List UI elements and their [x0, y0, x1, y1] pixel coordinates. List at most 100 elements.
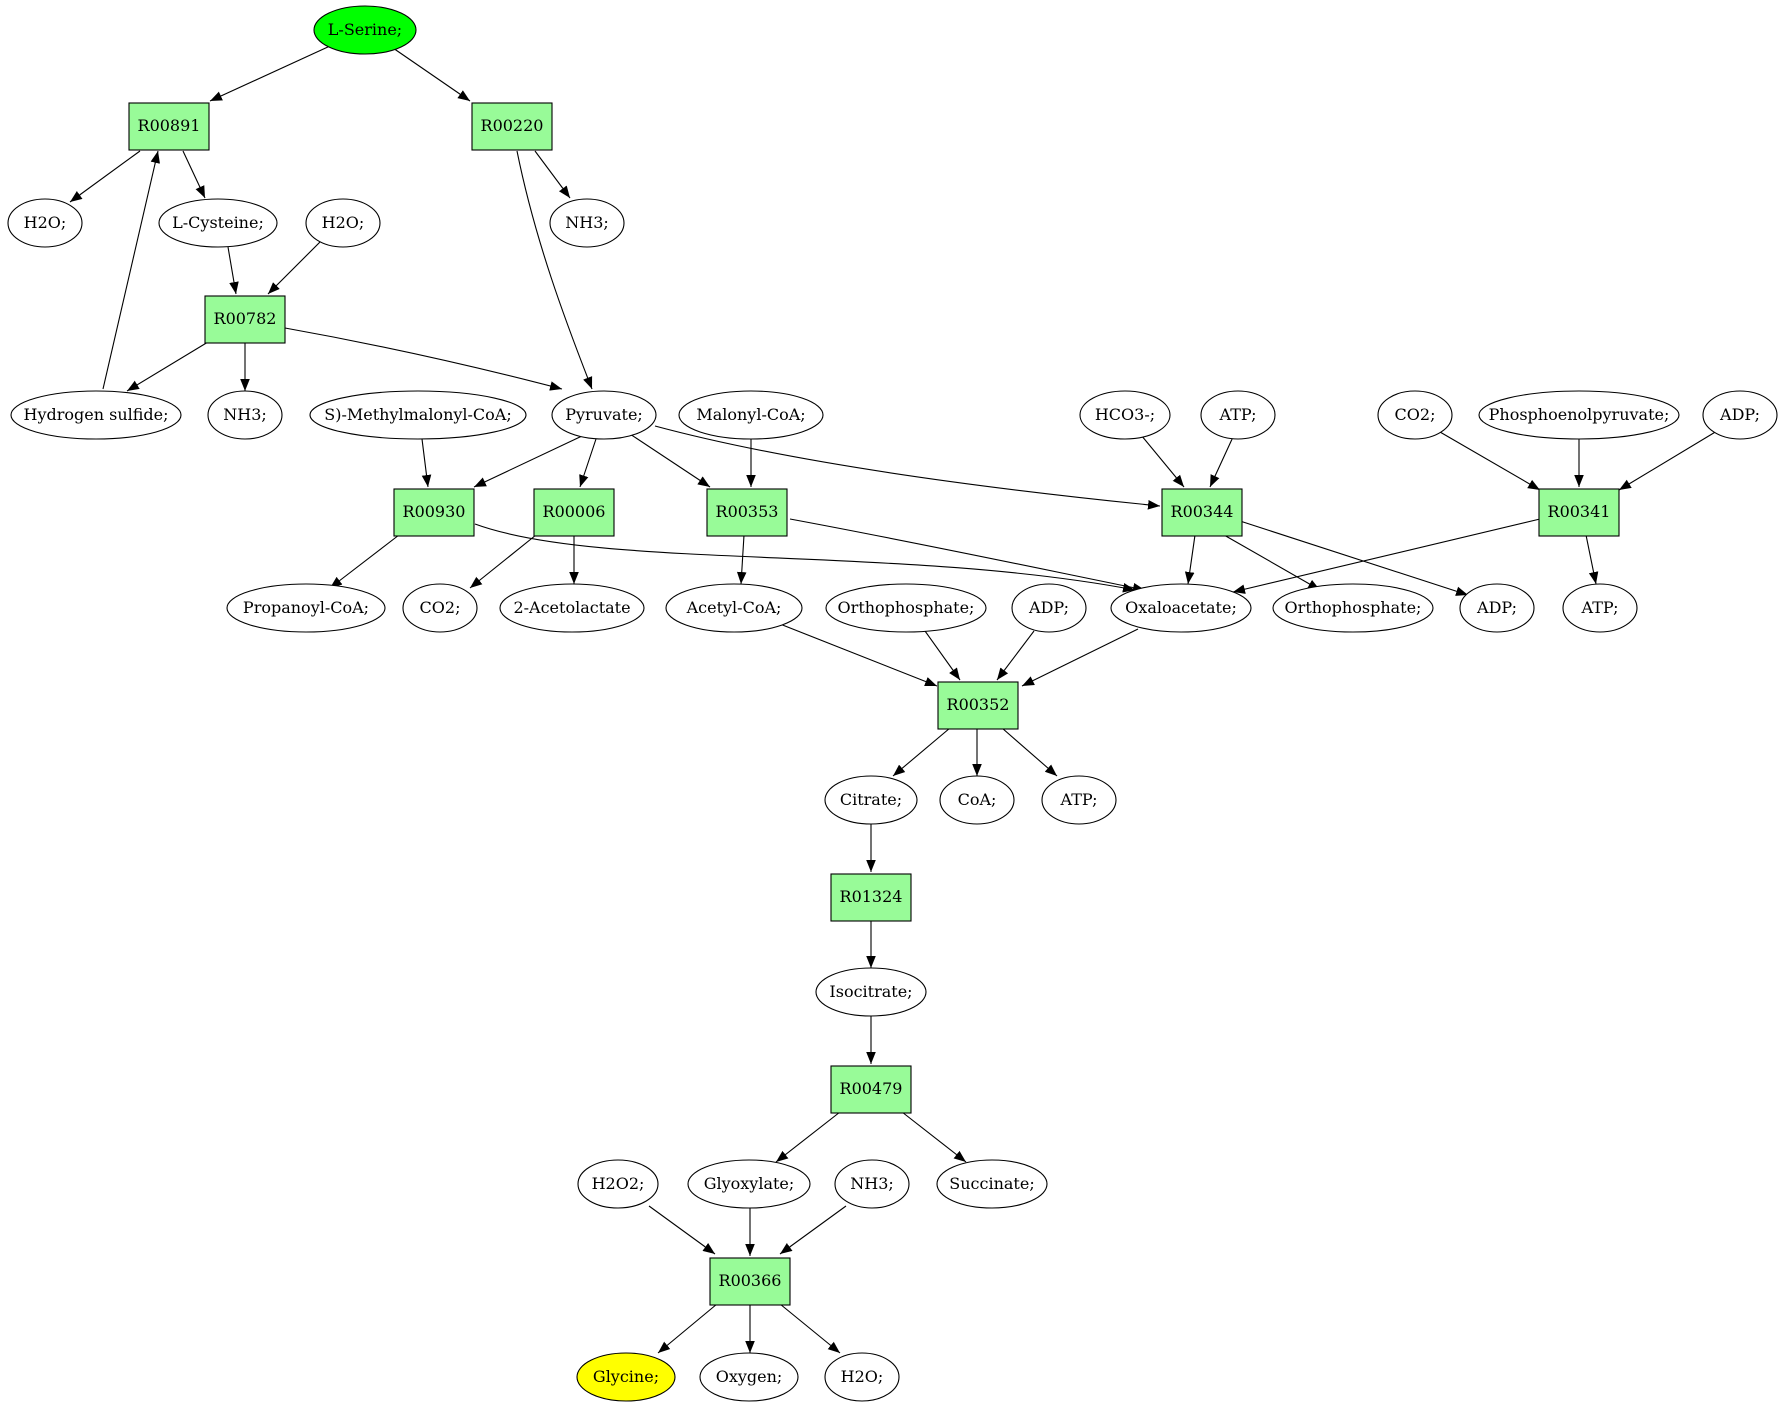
compound-label: Oxygen; [716, 1367, 783, 1386]
compound-label: Oxaloacetate; [1125, 598, 1237, 617]
edge-r00344-orthophos [1223, 534, 1321, 591]
compound-node-h2o: H2O; [305, 198, 381, 248]
compound-node-oxaloacetate: Oxaloacetate; [1110, 583, 1252, 633]
edge-r00341-oxaloacetate [1232, 518, 1541, 594]
reaction-node-r00366: R00366 [709, 1257, 791, 1306]
compound-node-adp: ADP; [1702, 390, 1778, 440]
edge-r00353-acetylcoa [736, 534, 747, 585]
reaction-label: R00220 [481, 116, 544, 135]
compound-label: H2O; [24, 213, 67, 232]
compound-node-l-cysteine: L-Cysteine; [158, 198, 278, 248]
reaction-node-r00006: R00006 [533, 488, 615, 537]
edge-methylmalonyl-r00930 [421, 438, 432, 488]
compound-node-h2o: H2O; [7, 198, 83, 248]
compound-label: NH3; [223, 405, 267, 424]
compound-node-succinate: Succinate; [936, 1159, 1048, 1209]
edge-co2-r00341 [1439, 431, 1541, 491]
edge-r00366-glycine [657, 1303, 718, 1354]
edge-adp-r00341 [1618, 430, 1718, 491]
compound-label: 2-Acetolactate [513, 598, 630, 617]
compound-node-atp: ATP; [1041, 775, 1117, 825]
reaction-label: R00930 [403, 502, 466, 521]
compound-label: CO2; [1395, 405, 1436, 424]
compound-label: Citrate; [840, 790, 902, 809]
compound-node-malonyl-coa: Malonyl-CoA; [678, 390, 824, 440]
edge-adp-r00352 [996, 630, 1035, 681]
reaction-node-r00782: R00782 [204, 295, 286, 344]
edge-r00930-oxaloacetate [474, 523, 1136, 593]
edge-r00006-co2 [469, 534, 537, 589]
compound-label: ADP; [1476, 598, 1517, 617]
edge-r00341-atp [1585, 534, 1599, 585]
compound-label: Pyruvate; [565, 405, 643, 424]
compound-node-h2o2: H2O2; [577, 1159, 659, 1209]
reaction-label: R00341 [1548, 502, 1611, 521]
reaction-label: R00782 [214, 309, 277, 328]
nodes: L-Serine; R00891 R00220 H2O; L-Cysteine;… [7, 5, 1778, 1402]
edge-hco3-r00344 [1140, 434, 1185, 488]
compound-node-nh3: NH3; [834, 1159, 910, 1209]
compound-label: Orthophosphate; [838, 598, 975, 617]
edge-h2s-r00891 [102, 150, 160, 390]
compound-node-atp: ATP; [1200, 390, 1276, 440]
compound-label: H2O; [841, 1367, 884, 1386]
compound-label: Glycine; [593, 1367, 659, 1386]
compound-label: S)-Methylmalonyl-CoA; [324, 405, 512, 424]
edges [69, 45, 1718, 1354]
edge-r00782-h2s [126, 341, 209, 392]
edge-r00366-h2o [779, 1303, 841, 1354]
compound-label: NH3; [565, 213, 609, 232]
compound-label: H2O2; [592, 1174, 645, 1193]
reaction-label: R00006 [543, 502, 606, 521]
compound-node-2-acetolactate: 2-Acetolactate [499, 583, 645, 633]
compound-node-acetyl-coa: Acetyl-CoA; [665, 583, 803, 633]
compound-node-adp: ADP; [1459, 583, 1535, 633]
compound-label: ATP; [1060, 790, 1098, 809]
reaction-node-r01324: R01324 [830, 873, 912, 922]
compound-label: NH3; [850, 1174, 894, 1193]
edge-r00479-succinate [901, 1111, 967, 1163]
compound-label: Malonyl-CoA; [696, 405, 805, 424]
compound-label: Propanoyl-CoA; [243, 598, 369, 617]
edge-serine-r00220 [392, 47, 471, 102]
reaction-label: R00344 [1171, 502, 1234, 521]
compound-node-coa: CoA; [939, 775, 1015, 825]
compound-node-atp: ATP; [1562, 583, 1638, 633]
edge-r00352-atp [1001, 727, 1058, 777]
reaction-label: R00353 [716, 502, 779, 521]
compound-label: H2O; [322, 213, 365, 232]
compound-label: Phosphoenolpyruvate; [1489, 405, 1670, 424]
edge-r00353-oxaloacetate [789, 518, 1146, 593]
compound-label: CoA; [958, 790, 997, 809]
edge-nh3-r00366 [779, 1205, 847, 1255]
edge-r00352-citrate [892, 727, 951, 777]
compound-node-glyoxylate: Glyoxylate; [687, 1159, 811, 1209]
compound-label: CO2; [420, 598, 461, 617]
edge-r00344-oxaloacetate [1184, 534, 1196, 585]
edge-r00891-cysteine [182, 150, 206, 199]
edge-r00930-propanoyl [329, 534, 400, 589]
compound-node-propanoyl-coa: Propanoyl-CoA; [226, 583, 386, 633]
edge-pyruvate-r00353 [629, 433, 711, 488]
compound-node-nh3: NH3; [207, 390, 283, 440]
compound-label: Glyoxylate; [704, 1174, 795, 1193]
compound-node-co2: CO2; [402, 583, 478, 633]
reaction-label: R01324 [840, 887, 903, 906]
reaction-label: R00891 [138, 116, 201, 135]
compound-label: Hydrogen sulfide; [23, 405, 168, 424]
compound-node-phosphoenolpyruvate: Phosphoenolpyruvate; [1478, 390, 1680, 440]
edge-pyruvate-r00930 [473, 435, 583, 488]
compound-node-hco3: HCO3-; [1079, 390, 1171, 440]
edge-pyruvate-r00006 [579, 438, 597, 488]
edge-pyruvate-r00344 [654, 425, 1161, 510]
compound-label: L-Serine; [328, 20, 402, 39]
edge-acetylcoa-r00352 [779, 623, 938, 687]
compound-node-orthophosphate: Orthophosphate; [825, 583, 987, 633]
reaction-label: R00352 [947, 695, 1010, 714]
compound-label: ATP; [1581, 598, 1619, 617]
compound-label: ADP; [1028, 598, 1069, 617]
compound-node-adp: ADP; [1011, 583, 1087, 633]
edge-r00891-h2o [69, 150, 141, 203]
reaction-node-r00479: R00479 [830, 1065, 912, 1114]
